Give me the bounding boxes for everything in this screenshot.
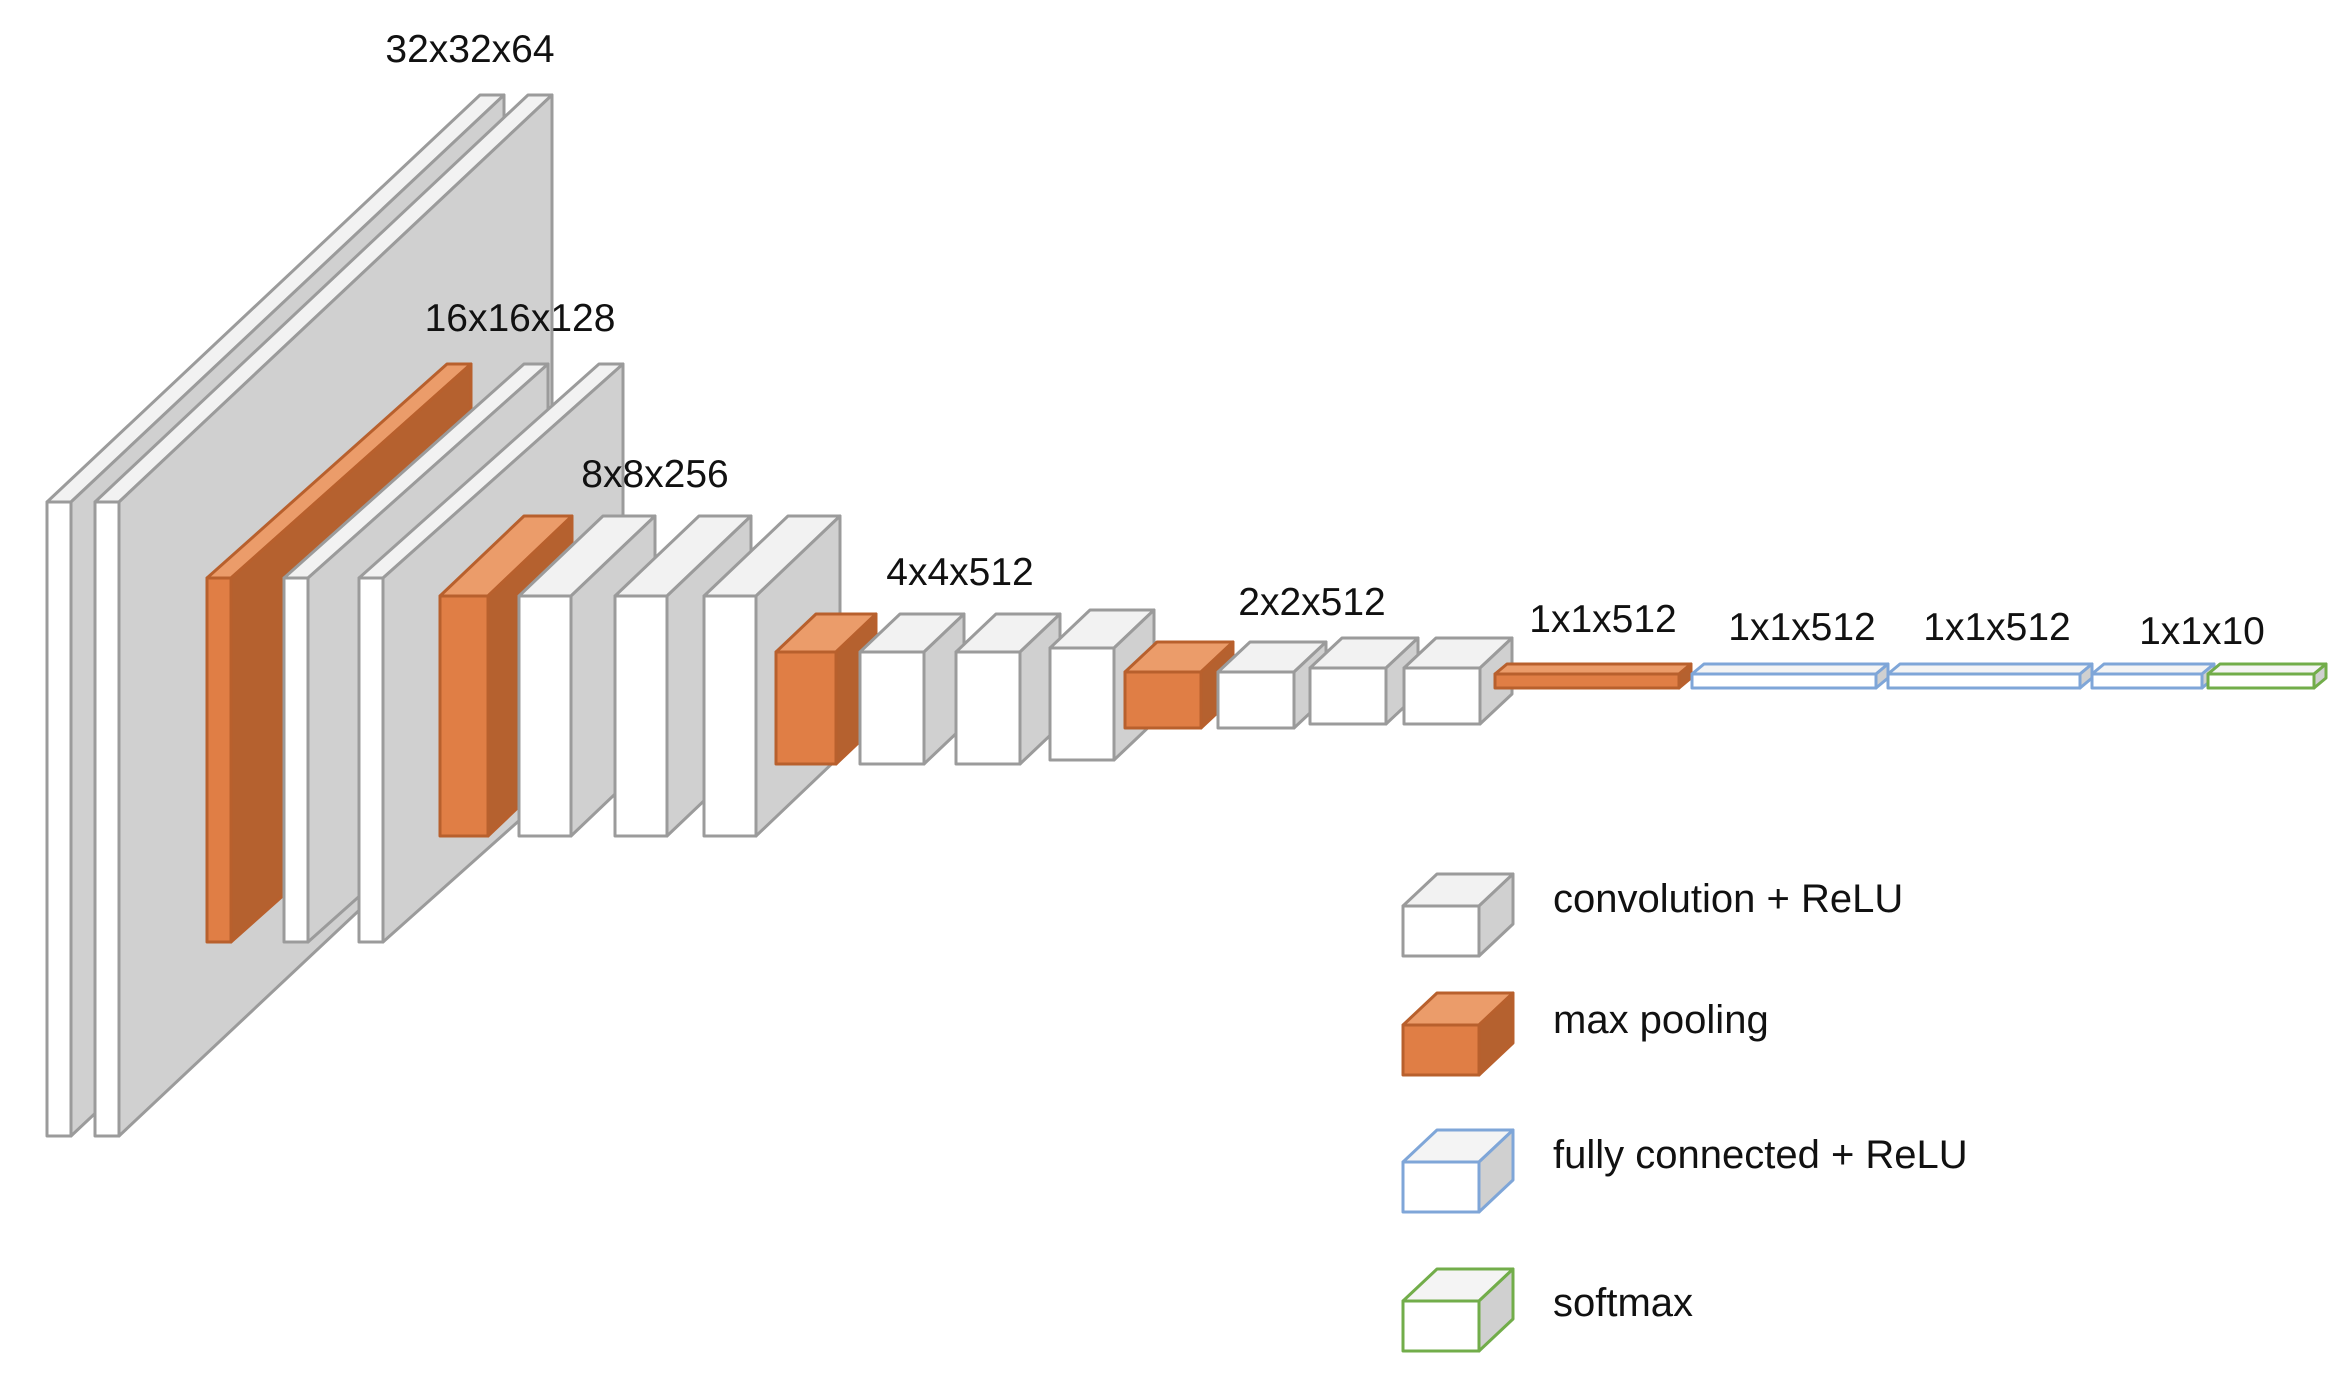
conv-block-5-3: [1402, 636, 1514, 726]
dim-label-32x32x64: 32x32x64: [385, 28, 554, 71]
legend-label-fully-connected: fully connected + ReLU: [1553, 1133, 1968, 1177]
dim-label-1x1x10: 1x1x10: [2139, 610, 2265, 653]
conv-block-4-1: [858, 612, 966, 766]
legend-icons: [1401, 872, 1515, 1353]
pool-block-icon: [1401, 991, 1515, 1077]
dim-label-4x4x512: 4x4x512: [886, 551, 1033, 594]
network-layers: [45, 93, 2328, 1138]
dim-label-16x16x128: 16x16x128: [425, 297, 616, 340]
fc-block-3: [2090, 662, 2216, 690]
conv-block-5-2: [1308, 636, 1420, 726]
dimension-labels: 32x32x64 16x16x128 8x8x256 4x4x512 2x2x5…: [385, 28, 2264, 653]
legend-label-softmax: softmax: [1553, 1281, 1693, 1325]
dim-label-8x8x256: 8x8x256: [581, 453, 728, 496]
dim-label-1x1x512-fc2: 1x1x512: [1923, 606, 2070, 649]
legend-label-max-pooling: max pooling: [1553, 998, 1769, 1042]
pool-block-5: [1493, 662, 1693, 690]
dim-label-1x1x512-fc1: 1x1x512: [1728, 606, 1875, 649]
legend-label-convolution: convolution + ReLU: [1553, 877, 1903, 921]
fc-block-2: [1886, 662, 2094, 690]
dim-label-2x2x512: 2x2x512: [1238, 581, 1385, 624]
fc-block-icon: [1401, 1128, 1515, 1214]
softmax-block-icon: [1401, 1267, 1515, 1353]
conv-block-icon: [1401, 872, 1515, 958]
softmax-block: [2206, 662, 2328, 690]
legend: convolution + ReLU max pooling fully con…: [1401, 872, 1968, 1353]
dim-label-1x1x512-pool: 1x1x512: [1529, 598, 1676, 641]
fc-block-1: [1690, 662, 1890, 690]
conv-block-4-2: [954, 612, 1062, 766]
